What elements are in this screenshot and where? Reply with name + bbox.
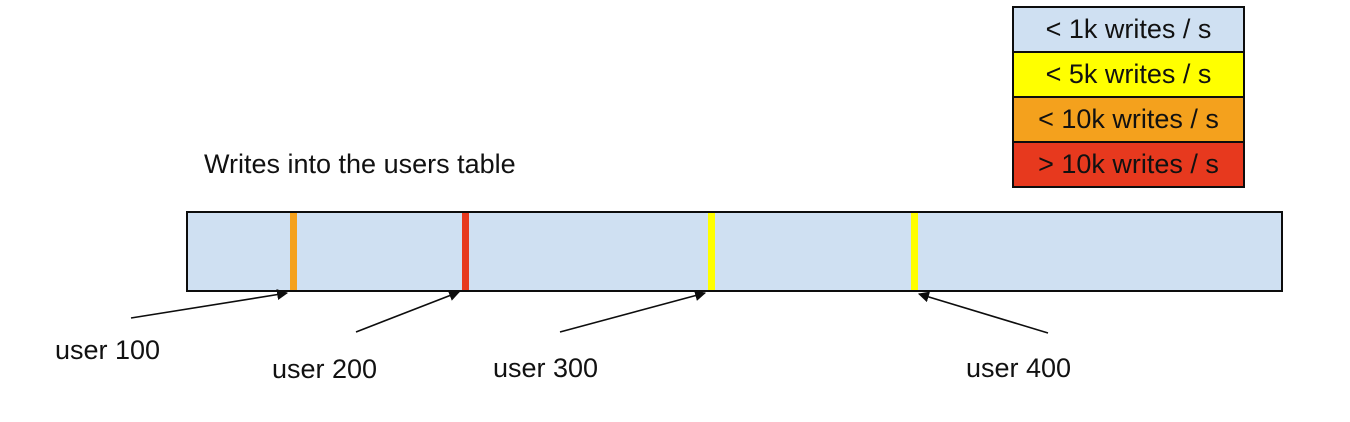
legend-label: < 5k writes / s xyxy=(1045,59,1212,89)
label-user-200: user 200 xyxy=(272,354,378,384)
legend: < 1k writes / s < 5k writes / s < 10k wr… xyxy=(1012,6,1245,188)
legend-item-lt-10k: < 10k writes / s xyxy=(1012,96,1245,143)
hotspot-stripe-user-100 xyxy=(290,213,297,290)
label-user-100: user 100 xyxy=(55,335,161,365)
hotspot-stripe-user-200 xyxy=(462,213,469,290)
label-user-300: user 300 xyxy=(493,353,599,383)
arrow-user-100 xyxy=(130,289,289,319)
legend-label: < 1k writes / s xyxy=(1045,14,1212,44)
arrow-user-200 xyxy=(355,290,461,333)
arrow-user-300 xyxy=(559,290,707,333)
legend-label: < 10k writes / s xyxy=(1038,104,1219,134)
diagram-title: Writes into the users table xyxy=(204,149,516,179)
hotspot-stripe-user-400 xyxy=(911,213,918,290)
legend-label: > 10k writes / s xyxy=(1038,149,1219,179)
hotspot-stripe-user-300 xyxy=(708,213,715,290)
arrow-user-400 xyxy=(917,291,1049,334)
legend-item-lt-5k: < 5k writes / s xyxy=(1012,51,1245,98)
label-user-400: user 400 xyxy=(966,353,1072,383)
legend-item-gt-10k: > 10k writes / s xyxy=(1012,141,1245,188)
users-table-bar xyxy=(186,211,1283,292)
legend-item-lt-1k: < 1k writes / s xyxy=(1012,6,1245,53)
